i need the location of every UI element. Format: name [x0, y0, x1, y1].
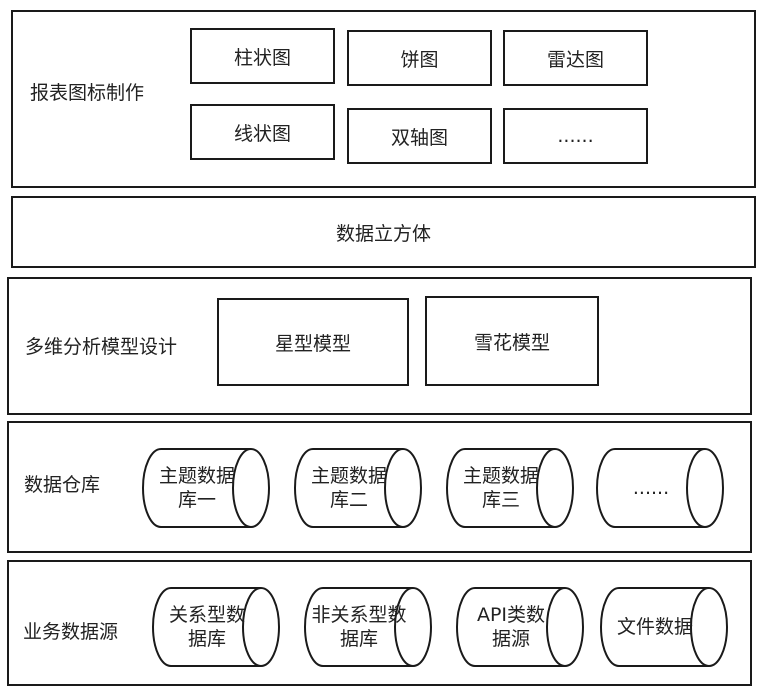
chart-production-label: 报表图标制作 [30, 82, 145, 104]
cylinder-shape [446, 448, 574, 528]
business-data-source-layer: 业务数据源 关系型数 据库 非关系型数 据库 API类数 据源 文件数据 [7, 560, 752, 686]
more-topic-db-cylinder: ...... [595, 447, 725, 529]
relational-db-cylinder: 关系型数 据库 [151, 586, 281, 668]
pie-chart-box: 饼图 [347, 30, 492, 86]
api-source-label: API类数 据源 [476, 604, 546, 650]
api-source-cylinder: API类数 据源 [455, 586, 585, 668]
more-charts-box: ...... [503, 108, 648, 164]
radar-chart-box: 雷达图 [503, 30, 648, 86]
olap-model-layer: 多维分析模型设计 星型模型 雪花模型 [7, 277, 752, 415]
business-data-source-label: 业务数据源 [23, 621, 119, 643]
chart-production-layer: 报表图标制作 柱状图 饼图 雷达图 线状图 双轴图 ...... [11, 10, 756, 188]
snowflake-schema-box: 雪花模型 [425, 296, 599, 386]
line-chart-box: 线状图 [190, 104, 335, 160]
file-data-label: 文件数据 [616, 616, 693, 638]
dual-axis-chart-box: 双轴图 [347, 108, 492, 164]
relational-db-label: 关系型数 据库 [168, 604, 245, 650]
topic-db-3-label: 主题数据 库三 [462, 465, 539, 511]
data-cube-label: 数据立方体 [335, 222, 431, 245]
more-topic-db-label: ...... [632, 477, 670, 499]
data-warehouse-label: 数据仓库 [24, 474, 101, 496]
cylinder-shape [294, 448, 422, 528]
topic-db-3-cylinder: 主题数据 库三 [445, 447, 575, 529]
cylinder-shape [152, 587, 280, 667]
cylinder-shape [596, 448, 724, 528]
star-schema-box: 星型模型 [217, 298, 409, 386]
olap-model-label: 多维分析模型设计 [25, 336, 178, 358]
data-warehouse-layer: 数据仓库 主题数据 库一 主题数据 库二 主题数据 库三 ...... [7, 421, 752, 553]
topic-db-2-cylinder: 主题数据 库二 [293, 447, 423, 529]
cylinder-shape [456, 587, 584, 667]
cylinder-shape [142, 448, 270, 528]
topic-db-2-label: 主题数据 库二 [310, 465, 387, 511]
data-cube-layer: 数据立方体 [11, 196, 756, 268]
file-data-cylinder: 文件数据 [599, 586, 729, 668]
cylinder-shape [304, 587, 432, 667]
nonrelational-db-cylinder: 非关系型数 据库 [303, 586, 433, 668]
nonrelational-db-label: 非关系型数 据库 [311, 604, 407, 650]
bar-chart-box: 柱状图 [190, 28, 335, 84]
topic-db-1-label: 主题数据 库一 [158, 465, 235, 511]
cylinder-shape [600, 587, 728, 667]
topic-db-1-cylinder: 主题数据 库一 [141, 447, 271, 529]
